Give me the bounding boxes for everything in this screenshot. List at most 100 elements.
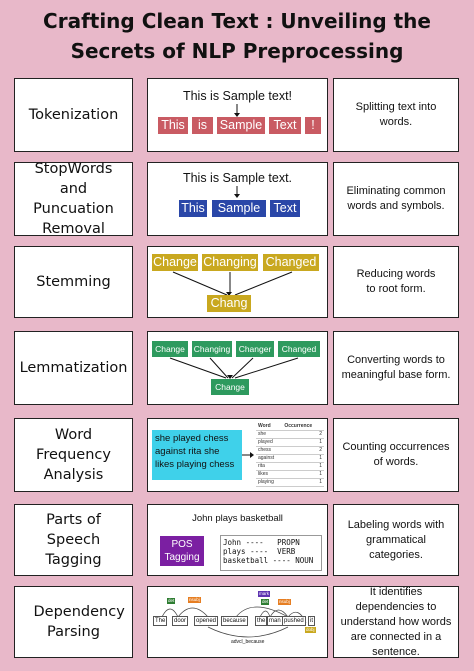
dep-tag: dobj xyxy=(305,627,316,633)
pos-badge: POS Tagging xyxy=(160,536,204,566)
lemma-word-change: Change xyxy=(152,341,188,357)
label-pos-tagging: Parts of Speech Tagging xyxy=(14,504,133,576)
desc-pos-tagging: Labeling words with grammatical categori… xyxy=(333,504,459,576)
dep-word: it xyxy=(308,616,315,626)
lemmatization-example: Change Changing Changer Changed Change xyxy=(147,331,328,405)
dep-word: the xyxy=(255,616,268,626)
pos-sentence: John plays basketball xyxy=(192,513,283,524)
dep-tag: nsubj xyxy=(278,599,291,605)
desc-stemming: Reducing words to root form. xyxy=(333,246,459,318)
lemma-root: Change xyxy=(211,379,249,395)
table-cell: 2 xyxy=(282,430,324,439)
arrow-down-icon xyxy=(234,186,240,198)
dep-tag: mark xyxy=(258,591,270,597)
token-sample: Sample xyxy=(217,117,265,134)
dep-tag: det xyxy=(261,599,270,605)
page-title: Crafting Clean Text : Unveiling the Secr… xyxy=(43,9,431,63)
table-cell: 1 xyxy=(282,454,324,463)
table-cell: against xyxy=(256,454,283,463)
desc-text: It identifies dependencies to understand… xyxy=(340,585,452,658)
token-this: This xyxy=(179,200,207,217)
desc-dependency-parsing: It identifies dependencies to understand… xyxy=(333,586,459,658)
token-exclamation: ! xyxy=(305,117,321,134)
token-text: Text xyxy=(270,200,300,217)
pos-line: plays ---- VERB xyxy=(223,547,296,556)
desc-lemmatization: Converting words to meaningful base form… xyxy=(333,331,459,405)
lemmatization-arrows xyxy=(169,357,299,379)
word-frequency-example: she played chess against rita she likes … xyxy=(147,418,328,492)
token-is: is xyxy=(192,117,213,134)
desc-text: Reducing words to root form. xyxy=(356,268,436,295)
desc-text: Eliminating common words and symbols. xyxy=(346,185,446,212)
table-header: Occurrence xyxy=(282,423,324,431)
lemma-word-changer: Changer xyxy=(236,341,274,357)
table-cell: 1 xyxy=(282,478,324,487)
tokenization-sentence: This is Sample text! xyxy=(182,89,293,103)
dep-arc-label: advcl_because xyxy=(231,639,265,645)
token-sample: Sample xyxy=(212,200,266,217)
label-stemming: Stemming xyxy=(14,246,133,318)
desc-text: Counting occurrences of words. xyxy=(342,441,450,468)
table-cell: chess xyxy=(256,446,283,455)
dep-word: man xyxy=(267,616,283,626)
label-word-frequency: Word Frequency Analysis xyxy=(14,418,133,492)
desc-text: Converting words to meaningful base form… xyxy=(341,354,451,381)
desc-tokenization: Splitting text into words. xyxy=(333,78,459,152)
stem-word-changed: Changed xyxy=(263,254,319,271)
word-frequency-text: she played chess against rita she likes … xyxy=(152,430,242,480)
label-text: StopWords and Puncuation Removal xyxy=(33,161,114,237)
arrow-right-icon xyxy=(242,452,254,458)
dep-word: The xyxy=(153,616,168,626)
dep-tag: det xyxy=(167,598,176,604)
label-dependency-parsing: Dependency Parsing xyxy=(14,586,133,658)
lemma-word-changing: Changing xyxy=(192,341,232,357)
dep-tag: nsubj xyxy=(188,597,201,603)
stem-word-change: Change xyxy=(152,254,198,271)
label-text: Tokenization xyxy=(28,107,119,123)
lemma-word-changed: Changed xyxy=(278,341,320,357)
label-text: Stemming xyxy=(36,274,111,290)
dependency-parsing-example: det nsubj mark det nsubj dobj The door o… xyxy=(147,586,328,658)
pos-line: basketball ---- NOUN xyxy=(223,556,314,565)
tokenization-example: This is Sample text! This is Sample Text… xyxy=(147,78,328,152)
pos-output-box xyxy=(220,535,322,571)
stem-root: Chang xyxy=(207,295,251,312)
label-lemmatization: Lemmatization xyxy=(14,331,133,405)
dep-word: pushed xyxy=(282,616,306,626)
table-cell: 2 xyxy=(282,446,324,455)
label-text: Parts of Speech Tagging xyxy=(45,512,102,568)
stopwords-example: This is Sample text. This Sample Text xyxy=(147,162,328,236)
table-header: Word xyxy=(256,423,283,431)
table-cell: playing xyxy=(256,478,283,487)
stem-word-changing: Changing xyxy=(202,254,258,271)
table-cell: likes xyxy=(256,470,283,479)
token-this: This xyxy=(158,117,188,134)
desc-text: Splitting text into words. xyxy=(355,101,437,128)
dependency-arcs xyxy=(161,606,307,638)
desc-text: Labeling words with grammatical categori… xyxy=(347,518,445,561)
arrow-down-icon xyxy=(234,104,240,117)
pos-tagging-example: John plays basketball POS Tagging John -… xyxy=(147,504,328,576)
label-stopwords: StopWords and Puncuation Removal xyxy=(14,161,133,237)
label-text: Lemmatization xyxy=(19,360,128,376)
desc-word-frequency: Counting occurrences of words. xyxy=(333,418,459,492)
dep-word: opened xyxy=(194,616,219,626)
table-cell: 1 xyxy=(282,470,324,479)
label-text: Word Frequency Analysis xyxy=(36,427,111,483)
table-cell: played xyxy=(256,438,283,447)
dep-word: because xyxy=(221,616,248,626)
dep-word: door xyxy=(172,616,189,626)
token-text: Text xyxy=(269,117,301,134)
table-cell: 1 xyxy=(282,438,324,447)
table-cell: 1 xyxy=(282,462,324,471)
desc-stopwords: Eliminating common words and symbols. xyxy=(333,162,459,236)
stemming-arrows xyxy=(172,271,293,296)
